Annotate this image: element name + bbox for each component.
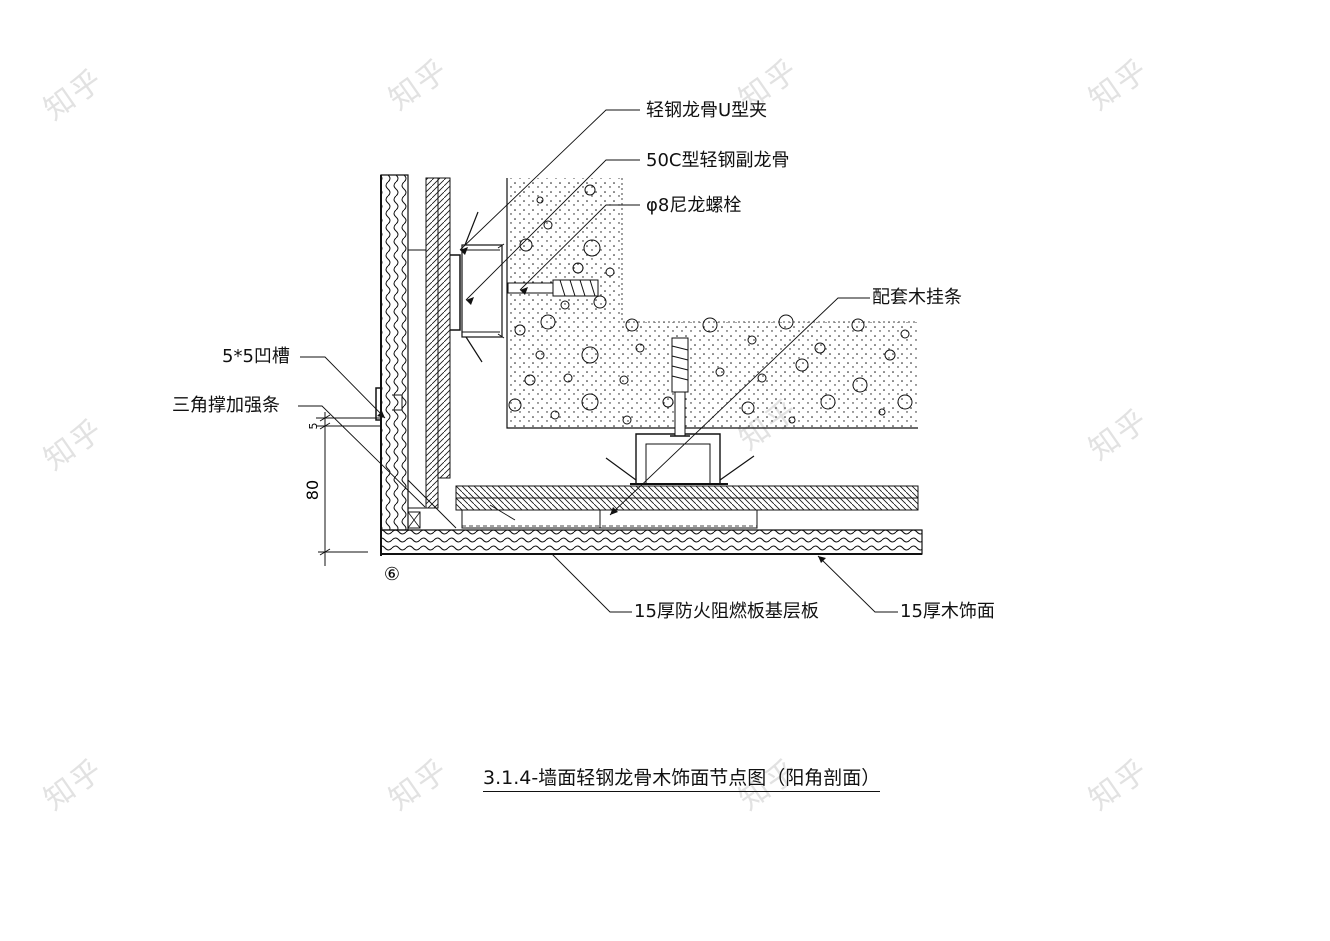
label-u-clip: 轻钢龙骨U型夹: [646, 100, 768, 121]
label-corner-strip: 三角撑加强条: [172, 395, 280, 416]
dimension-large: 80: [303, 480, 322, 500]
nylon-bolt-vertical: [670, 337, 690, 437]
dimension-small: 5: [307, 423, 320, 430]
label-wood-strip: 配套木挂条: [872, 287, 962, 308]
c-keel-horizontal: [635, 433, 721, 484]
concrete-wall: [507, 178, 918, 428]
nylon-bolt-horizontal: [507, 279, 599, 297]
label-groove: 5*5凹槽: [222, 346, 290, 367]
base-board-vertical: [407, 249, 427, 509]
label-wood-face: 15厚木饰面: [900, 601, 995, 622]
label-sub-keel: 50C型轻钢副龙骨: [646, 150, 790, 171]
concrete-aggregate: [508, 184, 913, 425]
wood-veneer-horizontal: [380, 529, 923, 555]
label-nylon-bolt: φ8尼龙螺栓: [646, 195, 742, 216]
base-board-horizontal: [455, 485, 919, 499]
c-keel-vertical: [461, 244, 503, 338]
label-base-board: 15厚防火阻燃板基层板: [634, 601, 819, 622]
drawing-title: 3.1.4-墙面轻钢龙骨木饰面节点图（阳角剖面）: [483, 766, 881, 792]
section-mark: ⑥: [384, 564, 400, 585]
